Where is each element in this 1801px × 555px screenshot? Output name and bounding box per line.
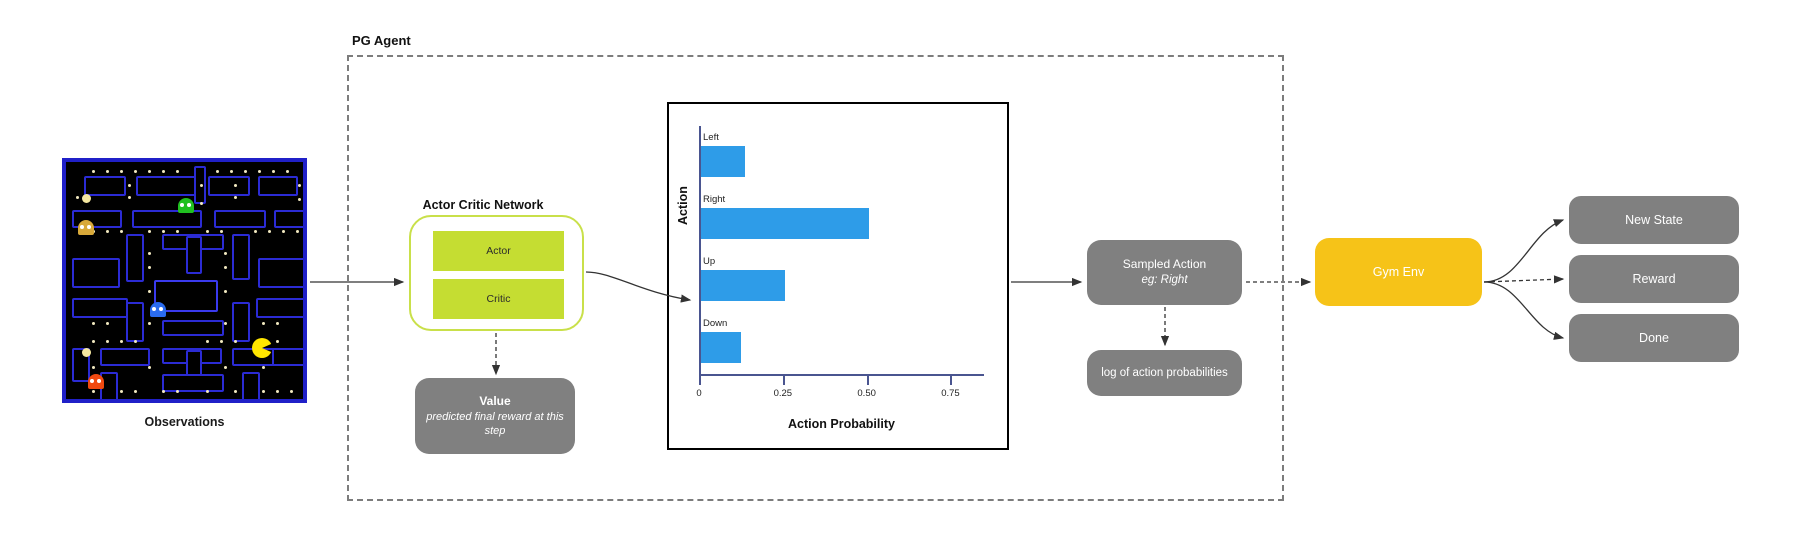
bar-label-up: Up <box>703 256 716 267</box>
x-tick <box>699 376 701 385</box>
x-tick-label: 0.25 <box>773 388 793 399</box>
output-reward: Reward <box>1569 255 1739 303</box>
sampled-action-title: Sampled Action <box>1122 257 1207 272</box>
actor-node: Actor <box>433 231 564 271</box>
chart-y-axis-label: Action <box>676 186 690 225</box>
observations-label: Observations <box>144 415 225 429</box>
observation-image <box>62 158 307 403</box>
pacman-game-frame <box>62 158 307 403</box>
bar-label-right: Right <box>703 194 726 205</box>
x-tick-label: 0.50 <box>857 388 876 399</box>
ghost-red <box>88 374 104 389</box>
bar-label-left: Left <box>703 132 719 143</box>
pg-agent-title: PG Agent <box>352 33 411 48</box>
x-axis-line <box>699 374 984 376</box>
critic-node: Critic <box>433 279 564 319</box>
bar-up <box>701 270 785 301</box>
pg-agent-container <box>347 55 1284 501</box>
log-probabilities-node: log of action probabilities <box>1087 350 1242 396</box>
pacman-sprite <box>252 338 272 358</box>
x-tick <box>782 376 785 385</box>
actor-critic-network-title: Actor Critic Network <box>422 198 544 212</box>
x-tick <box>950 376 953 385</box>
y-axis-line <box>699 126 701 374</box>
actor-critic-network-box: Actor Critic <box>409 215 584 331</box>
bar-left <box>701 146 745 177</box>
x-tick <box>866 376 869 385</box>
sampled-action-example: eg: Right <box>1141 273 1188 286</box>
output-done: Done <box>1569 314 1739 362</box>
chart-x-axis-label: Action Probability <box>788 417 895 431</box>
ghost-orange <box>78 220 94 235</box>
ghost-blue <box>150 302 166 317</box>
bar-right <box>701 208 869 239</box>
value-node: Value predicted final reward at this ste… <box>415 378 575 454</box>
bar-label-down: Down <box>703 318 728 329</box>
x-tick-label: 0 <box>696 388 702 399</box>
gym-env-node: Gym Env <box>1315 238 1482 306</box>
sampled-action-node: Sampled Action eg: Right <box>1087 240 1242 305</box>
x-tick-label: 0.75 <box>941 388 960 399</box>
value-subtitle: predicted final reward at this step <box>426 410 564 437</box>
ghost-green <box>178 198 194 213</box>
value-title: Value <box>479 394 511 409</box>
output-new-state: New State <box>1569 196 1739 244</box>
bar-down <box>701 332 742 363</box>
